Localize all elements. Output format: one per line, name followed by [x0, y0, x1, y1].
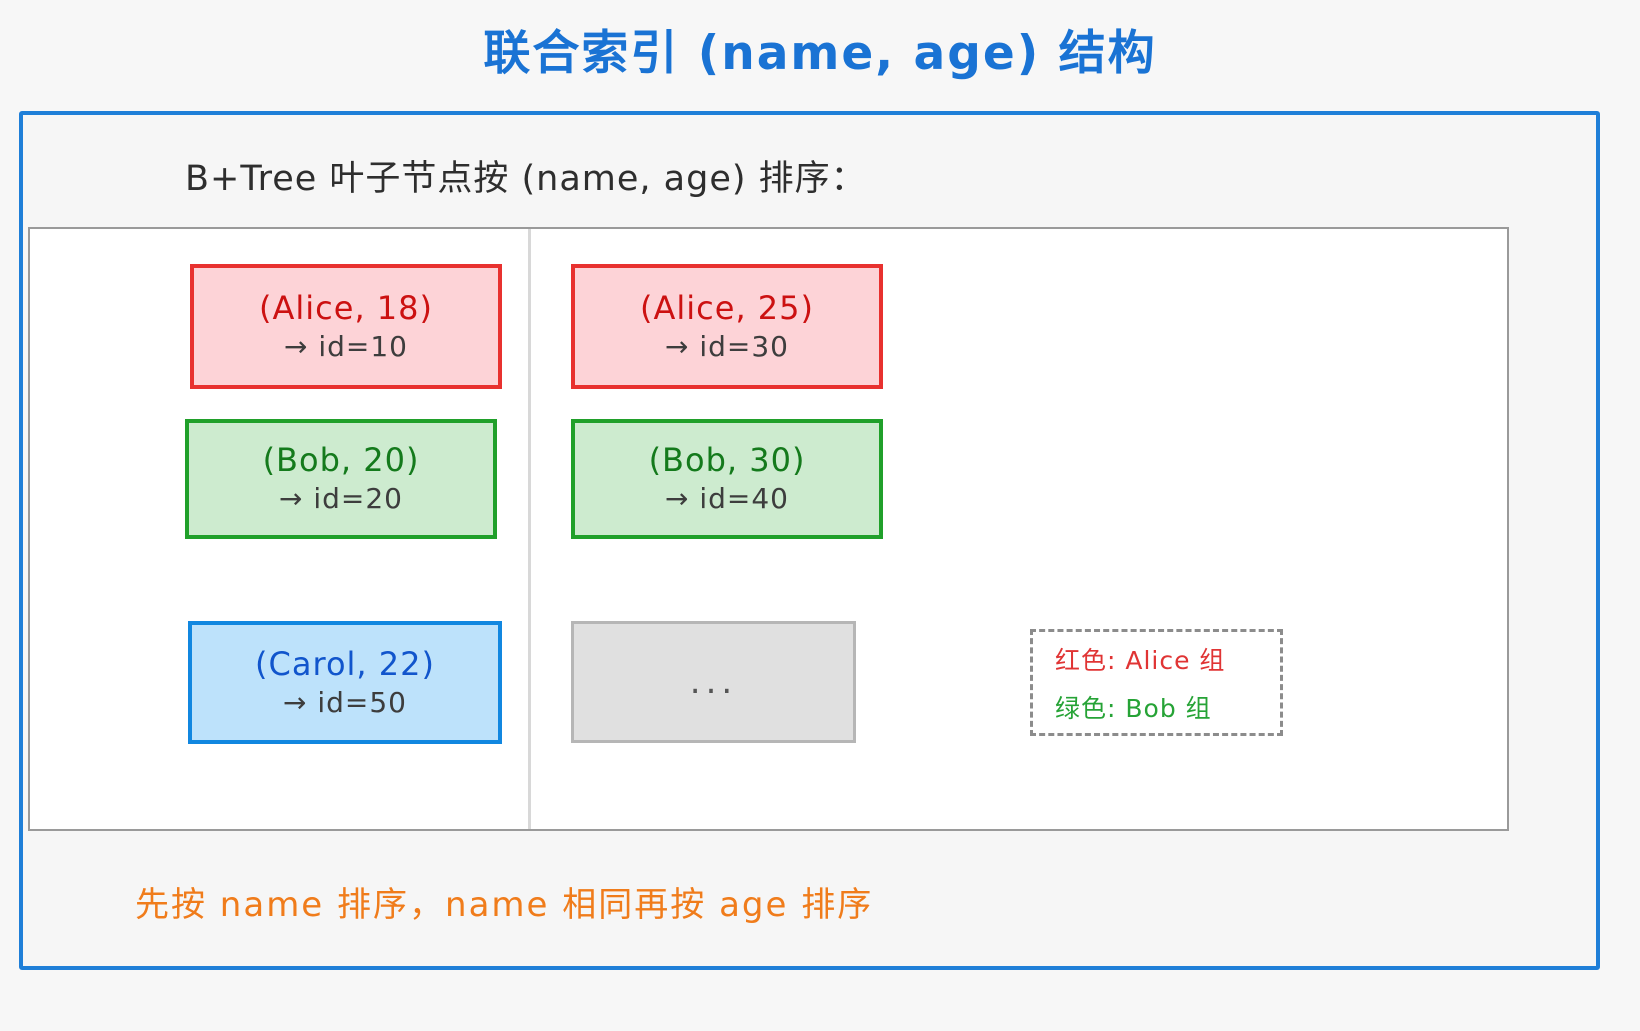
- leaf-entry-pointer: → id=50: [282, 685, 407, 719]
- ellipsis-icon: ...: [689, 662, 738, 703]
- leaf-entry-carol-22[interactable]: (Carol, 22) → id=50: [188, 621, 502, 744]
- leaf-entry-pointer: → id=10: [283, 329, 408, 363]
- footer-note-sort-rule: 先按 name 排序，name 相同再按 age 排序: [135, 885, 874, 925]
- leaf-entry-key: (Carol, 22): [255, 644, 435, 683]
- leaf-entry-bob-30[interactable]: (Bob, 30) → id=40: [571, 419, 883, 539]
- subheading-leaf-order: B+Tree 叶子节点按 (name, age) 排序：: [185, 159, 867, 199]
- leaf-entry-key: (Bob, 20): [262, 441, 420, 480]
- leaf-entry-pointer: → id=20: [278, 482, 403, 516]
- leaf-entry-key: (Alice, 18): [259, 288, 433, 327]
- leaf-entry-pointer: → id=40: [664, 482, 789, 516]
- leaf-page-divider: [528, 229, 531, 829]
- leaf-entry-key: (Bob, 30): [648, 441, 806, 480]
- color-legend: 红色: Alice 组 绿色: Bob 组: [1030, 629, 1283, 736]
- page-title: 联合索引 (name, age) 结构: [483, 26, 1157, 81]
- leaf-entry-bob-20[interactable]: (Bob, 20) → id=20: [185, 419, 497, 539]
- leaf-entry-alice-25[interactable]: (Alice, 25) → id=30: [571, 264, 883, 389]
- leaf-entry-key: (Alice, 25): [640, 288, 814, 327]
- leaf-entry-more-placeholder: ...: [571, 621, 856, 743]
- leaf-entry-alice-18[interactable]: (Alice, 18) → id=10: [190, 264, 502, 389]
- legend-row-alice: 红色: Alice 组: [1055, 645, 1226, 675]
- leaf-node-panel: (Alice, 18) → id=10 (Bob, 20) → id=20 (C…: [28, 227, 1509, 831]
- legend-row-bob: 绿色: Bob 组: [1055, 693, 1212, 723]
- leaf-entry-pointer: → id=30: [664, 329, 789, 363]
